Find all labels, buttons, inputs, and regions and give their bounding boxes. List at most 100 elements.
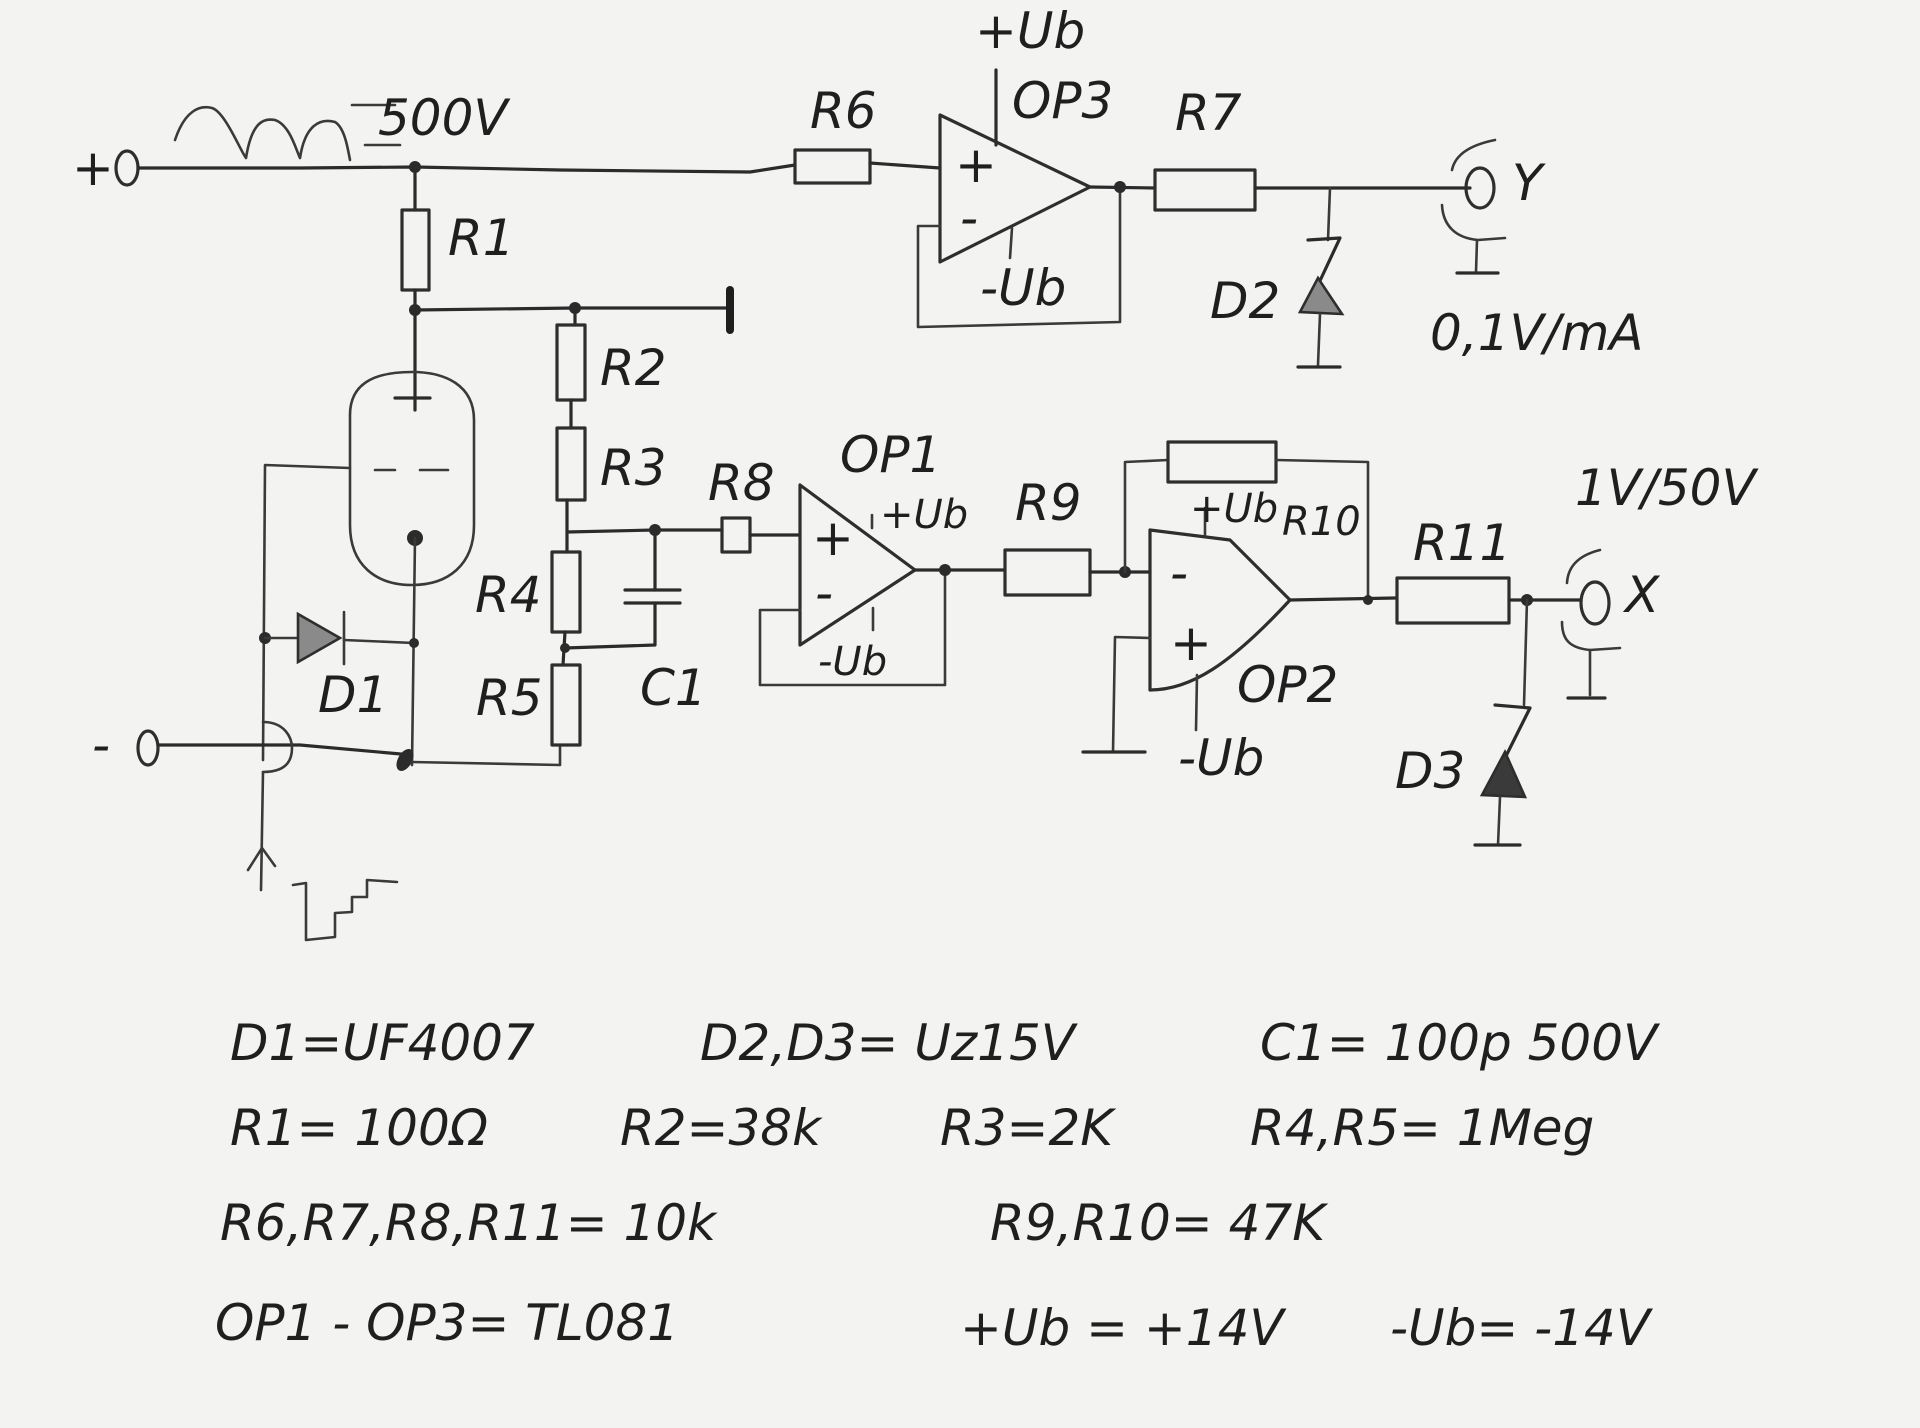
bnc-shield-icon (1440, 203, 1507, 242)
op1-neg-supply: -Ub (818, 639, 887, 685)
parts-list-item: +Ub = +14V (960, 1299, 1287, 1357)
bnc-shield-icon (1560, 620, 1622, 652)
d2-label: D2 (1210, 272, 1280, 330)
op2-label: OP2 (1237, 656, 1338, 714)
wire (342, 638, 416, 645)
grid-lead-wire (261, 463, 352, 762)
op1-label: OP1 (840, 426, 941, 484)
supply-pin (1008, 226, 1014, 260)
cathode-lead-wire (410, 536, 417, 767)
terminal-circle-icon (114, 149, 140, 187)
r8-label: R8 (708, 454, 775, 512)
wire (1522, 598, 1529, 707)
wire (563, 601, 657, 650)
op3-neg-supply: -Ub (980, 259, 1066, 317)
parts-list-item: R4,R5= 1Meg (1250, 1099, 1594, 1157)
diode-d1: D1 (259, 610, 419, 724)
op1-pos-supply: +Ub (880, 492, 968, 538)
op2-pos-supply: +Ub (1190, 486, 1278, 532)
x-output-terminal: X 1V/50V (1560, 459, 1759, 700)
terminal-circle-icon (136, 729, 160, 767)
junction-dot (939, 564, 951, 576)
bnc-connector-icon (1579, 580, 1611, 626)
wire (410, 743, 562, 767)
opamp-triangle-icon (938, 113, 1092, 264)
resistor-r3 (555, 426, 587, 502)
parts-list-item: R1= 100Ω (230, 1099, 488, 1157)
bnc-shield-icon (1450, 138, 1497, 172)
bnc-shield-icon (1565, 548, 1602, 585)
r3-label: R3 (600, 439, 667, 497)
resistor-r6 (793, 148, 872, 185)
opamp-op1: + - OP1 +Ub -Ub (758, 426, 1007, 687)
zener-diode-d2: D2 (1210, 186, 1345, 369)
junction-dot (396, 749, 414, 771)
parts-list-item: D2,D3= Uz15V (700, 1014, 1079, 1072)
op1-feedback-wire (758, 568, 947, 687)
parts-list-item: -Ub= -14V (1390, 1299, 1654, 1357)
parts-list-item: C1= 100p 500V (1260, 1014, 1661, 1072)
resistor-r5 (550, 663, 582, 747)
junction-dot (409, 638, 419, 648)
wire (1288, 596, 1397, 602)
parts-list-item: R6,R7,R8,R11= 10k (220, 1194, 718, 1252)
parts-list-item: R2=38k (620, 1099, 823, 1157)
top-rail-wire (136, 163, 797, 174)
vacuum-tube (348, 370, 476, 587)
opamp-op3: + - +Ub OP3 -Ub (916, 2, 1157, 329)
minus-input-terminal: - (92, 716, 160, 774)
wire (1496, 795, 1502, 847)
r4-label: R4 (475, 566, 542, 624)
y-terminal-label: Y (1512, 154, 1546, 212)
wire (1316, 312, 1322, 367)
c1-label: C1 (640, 659, 707, 717)
wire (1474, 238, 1479, 274)
arrow-up-icon (246, 846, 277, 872)
op2-minus-sign: - (1170, 544, 1188, 602)
resistor-r2 (555, 323, 587, 402)
zener-bar-icon (1306, 236, 1342, 287)
r9-label: R9 (1015, 474, 1082, 532)
parts-list: D1=UF4007 D2,D3= Uz15V C1= 100p 500V R1=… (215, 1014, 1661, 1357)
parts-list-item: R9,R10= 47K (990, 1194, 1329, 1252)
supply-pin (1194, 673, 1199, 732)
op2-plus-sign: + (1170, 614, 1212, 672)
opamp-triangle-icon (1148, 528, 1292, 692)
r6-label: R6 (810, 82, 877, 140)
r10-label: R10 (1282, 499, 1361, 545)
parts-list-item: R3=2K (940, 1099, 1117, 1157)
r7-label: R7 (1175, 84, 1242, 142)
plus-input-terminal: + (72, 139, 140, 197)
staircase-icon (291, 878, 399, 942)
zener-bar-icon (1493, 703, 1532, 760)
d1-label: D1 (318, 666, 388, 724)
junction-dot (1363, 595, 1373, 605)
op3-feedback-wire (916, 185, 1122, 329)
resistor-r9 (1003, 548, 1092, 597)
y-output-terminal: Y 0,1V/mA (1430, 138, 1643, 362)
tube-envelope (348, 370, 476, 587)
wire (1111, 635, 1152, 754)
r11-label: R11 (1413, 514, 1511, 572)
diode-triangle-icon (1479, 749, 1528, 799)
resistor-r4 (550, 550, 582, 634)
r2-label: R2 (600, 339, 667, 397)
supply-voltage-label: 500V (378, 89, 511, 147)
r1-label: R1 (448, 209, 515, 267)
bnc-connector-icon (1464, 166, 1496, 210)
parts-list-item: OP1 - OP3= TL081 (215, 1294, 679, 1352)
op3-label: OP3 (1012, 72, 1113, 130)
zener-diode-d3: D3 (1395, 598, 1532, 847)
op3-pos-supply: +Ub (975, 2, 1085, 60)
sweep-input-wire (259, 770, 265, 892)
wire-crossover-icon (261, 720, 294, 774)
opamp-triangle-icon (798, 483, 917, 647)
x-scale-label: 1V/50V (1575, 459, 1759, 517)
r5-label: R5 (476, 669, 543, 727)
op1-plus-sign: + (812, 509, 854, 567)
wire (868, 161, 942, 170)
opamp-op2: - + +Ub R10 OP2 -Ub (1081, 486, 1397, 787)
op1-minus-sign: - (815, 564, 833, 622)
